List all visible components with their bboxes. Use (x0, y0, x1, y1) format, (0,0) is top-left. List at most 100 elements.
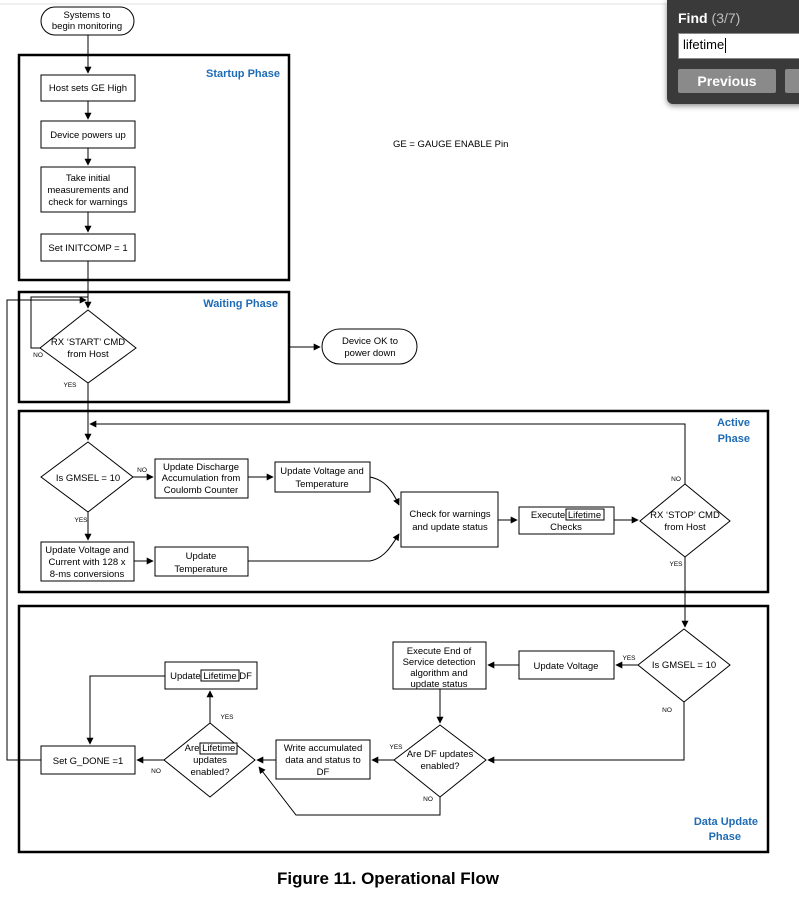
svg-text:updates: updates (193, 755, 227, 766)
data-update-phase-title-line1: Data Update (694, 816, 758, 828)
update-temperature-step: Update Temperature (154, 546, 249, 577)
is-gmsel-active-decision: Is GMSEL = 10 (40, 441, 134, 513)
svg-text:Are Lifetime: Are Lifetime (185, 743, 236, 754)
check-warnings-step: Check for warnings and update status (400, 491, 499, 548)
svg-text:RX ‘STOP’ CMD: RX ‘STOP’ CMD (650, 510, 720, 521)
edge-label-no-lifetime: NO (151, 768, 161, 775)
initial-measurements-step: Take initial measurements and check for … (40, 166, 136, 213)
update-discharge-step: Update Discharge Accumulation from Coulo… (154, 458, 249, 499)
rx-start-decision: RX ‘START’ CMD from Host (39, 309, 137, 384)
svg-text:Set INITCOMP = 1: Set INITCOMP = 1 (48, 243, 127, 254)
edge-label-yes-rx-stop: YES (669, 561, 683, 568)
svg-text:Checks: Checks (550, 522, 582, 533)
svg-text:Update Voltage: Update Voltage (534, 661, 599, 672)
svg-text:RX ‘START’ CMD: RX ‘START’ CMD (51, 337, 125, 348)
edge-label-yes-gmsel-active: YES (74, 517, 88, 524)
svg-text:Update Discharge: Update Discharge (163, 462, 239, 473)
text-caret (725, 38, 727, 54)
svg-text:measurements and: measurements and (47, 185, 128, 196)
edge-label-yes-df: YES (389, 744, 403, 751)
svg-text:8-ms conversions: 8-ms conversions (50, 569, 125, 580)
svg-text:Device powers up: Device powers up (50, 130, 126, 141)
svg-text:Accumulation from: Accumulation from (162, 473, 241, 484)
svg-text:Is GMSEL = 10: Is GMSEL = 10 (652, 660, 716, 671)
edge-label-yes-lifetime: YES (220, 714, 234, 721)
svg-text:Temperature: Temperature (295, 479, 348, 490)
svg-text:Update Voltage and: Update Voltage and (280, 466, 363, 477)
svg-text:Systems to: Systems to (64, 10, 111, 21)
svg-text:Update Lifetime DF: Update Lifetime DF (170, 671, 252, 682)
svg-text:Check for warnings: Check for warnings (409, 509, 491, 520)
are-df-updates-decision: Are DF updates enabled? (393, 724, 487, 798)
active-phase-title-line1: Active (717, 417, 750, 429)
svg-text:Current with 128 x: Current with 128 x (48, 557, 125, 568)
host-sets-ge-high-step: Host sets GE High (40, 74, 136, 102)
svg-text:from Host: from Host (67, 349, 109, 360)
find-next-button[interactable] (785, 69, 799, 93)
svg-text:and update status: and update status (412, 522, 488, 533)
update-voltage-step: Update Voltage (518, 650, 615, 680)
svg-text:check for warnings: check for warnings (48, 197, 127, 208)
svg-text:Set G_DONE =1: Set G_DONE =1 (53, 756, 124, 767)
edge-label-no-rx-start: NO (33, 352, 43, 359)
start-terminator: Systems to begin monitoring (40, 6, 135, 36)
find-previous-button[interactable]: Previous (678, 69, 776, 93)
waiting-phase-title: Waiting Phase (203, 298, 278, 310)
execute-eos-step: Execute End of Service detection algorit… (392, 641, 487, 690)
find-input[interactable]: lifetime (678, 33, 799, 59)
svg-text:Is GMSEL = 10: Is GMSEL = 10 (56, 473, 120, 484)
svg-text:begin monitoring: begin monitoring (52, 21, 122, 32)
update-lifetime-df-step: Update Lifetime DF (164, 661, 258, 690)
are-lifetime-updates-decision: Are Lifetime updates enabled? (163, 722, 256, 798)
find-title-label: Find (678, 10, 708, 26)
svg-text:Update Voltage and: Update Voltage and (45, 545, 128, 556)
is-gmsel-data-decision: Is GMSEL = 10 (637, 628, 731, 703)
edge-label-yes-gmsel-data: YES (622, 655, 636, 662)
device-powers-up-step: Device powers up (40, 120, 136, 149)
active-phase-title-line2: Phase (718, 433, 750, 445)
connectors (6, 35, 689, 816)
edge-label-no-gmsel-active: NO (137, 467, 147, 474)
svg-text:Execute Lifetime: Execute Lifetime (531, 510, 601, 521)
data-update-phase-title-line2: Phase (709, 831, 741, 843)
svg-text:Take initial: Take initial (66, 173, 110, 184)
svg-text:DF: DF (317, 767, 330, 778)
active-phase-box (17, 409, 770, 594)
edge-label-no-gmsel-data: NO (662, 707, 672, 714)
svg-text:from Host: from Host (664, 522, 706, 533)
device-ok-terminator: Device OK to power down (321, 328, 418, 365)
startup-phase-box (17, 53, 291, 282)
svg-text:Device OK to: Device OK to (342, 336, 398, 347)
find-query-text: lifetime (683, 37, 725, 52)
update-voltage-temperature-active-step: Update Voltage and Temperature (274, 461, 371, 493)
svg-text:Are DF updates: Are DF updates (407, 749, 474, 760)
rx-stop-decision: RX ‘STOP’ CMD from Host (639, 483, 731, 558)
data-update-phase-box (17, 604, 770, 854)
svg-text:Coulomb Counter: Coulomb Counter (164, 485, 238, 496)
execute-lifetime-checks-step: Execute Lifetime Checks (518, 506, 615, 535)
svg-text:power down: power down (344, 348, 395, 359)
svg-text:enabled?: enabled? (420, 761, 459, 772)
svg-text:Temperature: Temperature (174, 564, 227, 575)
svg-text:Write accumulated: Write accumulated (284, 743, 363, 754)
svg-text:Host sets GE High: Host sets GE High (49, 83, 127, 94)
svg-text:Update: Update (186, 551, 217, 562)
write-accumulated-step: Write accumulated data and status to DF (275, 739, 371, 780)
svg-text:update status: update status (410, 679, 467, 690)
svg-text:data and status to: data and status to (285, 755, 361, 766)
ge-note: GE = GAUGE ENABLE Pin (393, 139, 508, 150)
find-match-count: (3/7) (711, 10, 741, 26)
startup-phase-title: Startup Phase (206, 68, 280, 80)
update-voltage-current-128-step: Update Voltage and Current with 128 x 8-… (40, 541, 135, 582)
figure-caption: Figure 11. Operational Flow (277, 869, 500, 888)
svg-text:enabled?: enabled? (190, 767, 229, 778)
svg-text:algorithm and: algorithm and (410, 668, 468, 679)
edge-label-yes-rx-start: YES (63, 382, 77, 389)
set-g-done-step: Set G_DONE =1 (40, 745, 136, 775)
set-initcomp-step: Set INITCOMP = 1 (40, 233, 136, 262)
edge-label-no-df: NO (423, 796, 433, 803)
svg-text:Execute End of: Execute End of (407, 646, 472, 657)
find-title: Find(3/7) (678, 10, 740, 26)
edge-label-no-rx-stop: NO (671, 476, 681, 483)
